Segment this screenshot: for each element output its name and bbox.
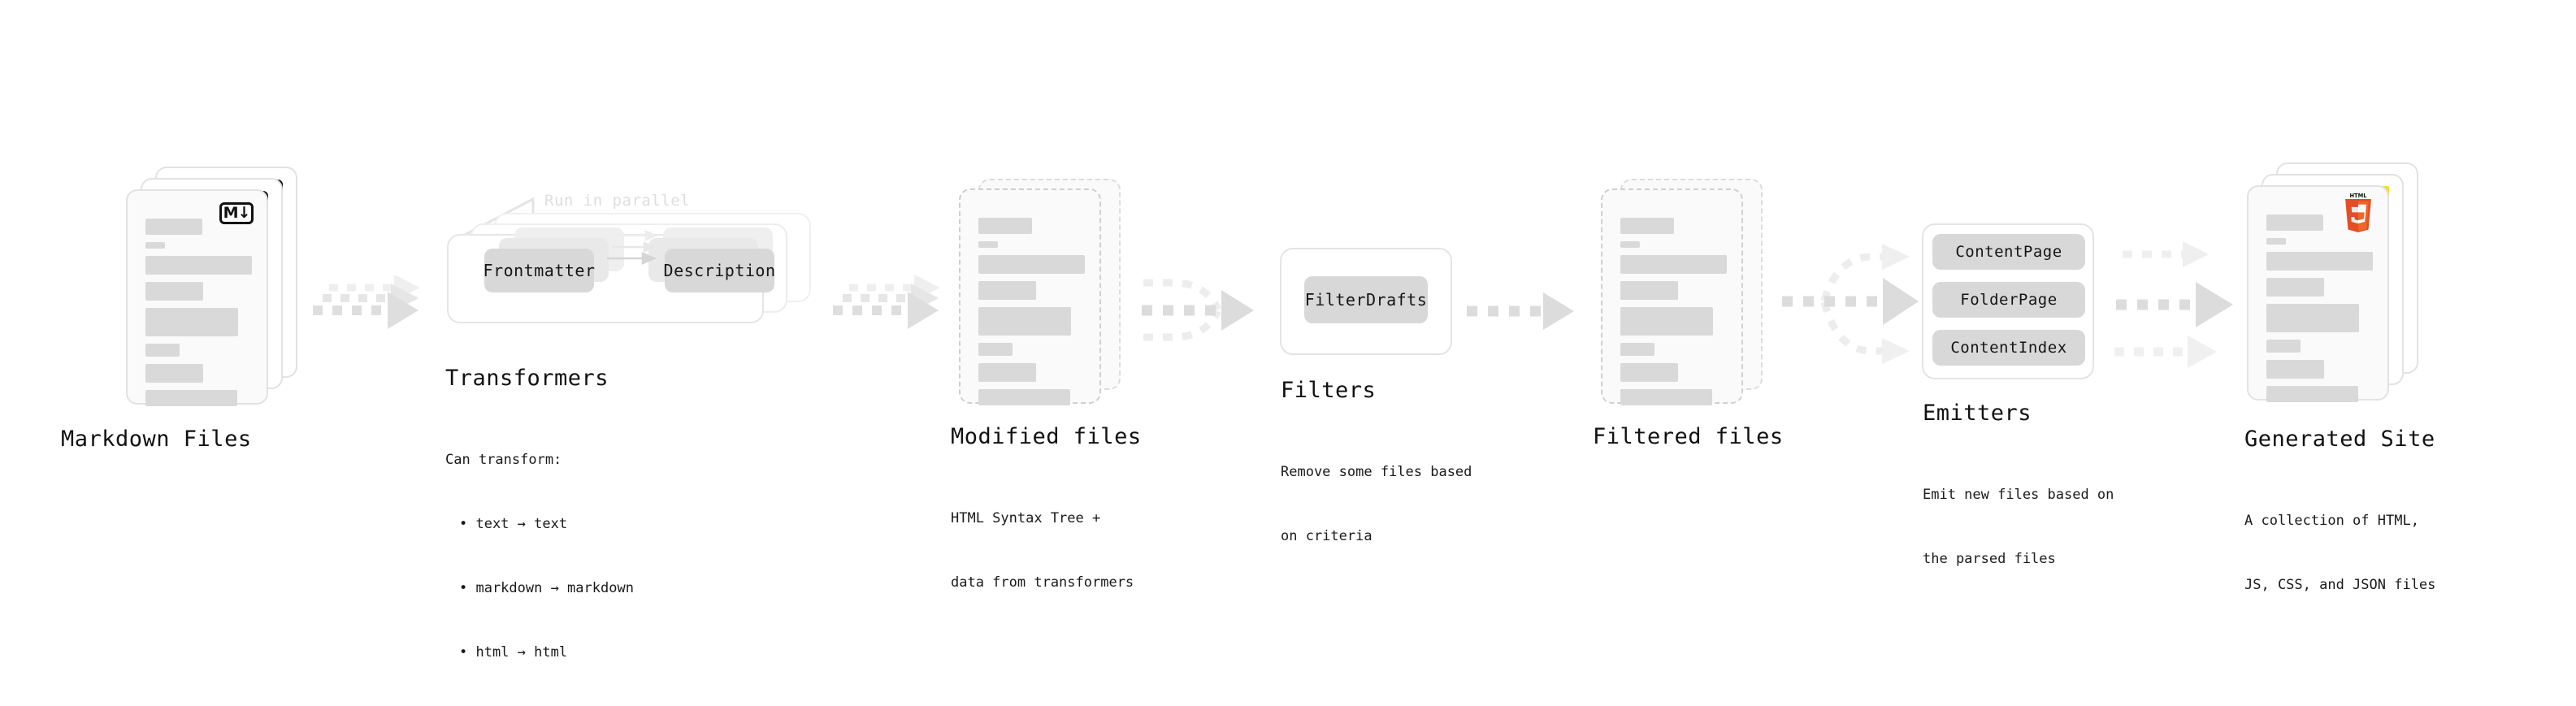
- page-title-markdown-files: Markdown Files: [61, 427, 252, 452]
- desc-line: HTML Syntax Tree +: [951, 509, 1101, 526]
- page-title-transformers: Transformers: [445, 366, 609, 391]
- desc-line: the parsed files: [1923, 550, 2056, 567]
- html5-badge-icon: HTML: [2345, 193, 2371, 233]
- card-placeholder-lines: [145, 219, 252, 414]
- arrow-filters-to-filtered: [1467, 288, 1597, 337]
- card-placeholder-lines: [1620, 218, 1727, 413]
- stage-markdown-files: M↓ M↓ M↓ Markdown Files: [61, 167, 301, 452]
- filtered-file-stack: [1601, 179, 1776, 414]
- desc-line: • html → html: [459, 643, 568, 661]
- transformer-pill-frontmatter[interactable]: Frontmatter: [484, 249, 595, 292]
- generated-site-stack: CSS HTML: [2247, 162, 2426, 406]
- stage-modified-files: Modified files HTML Syntax Tree + data f…: [951, 179, 1141, 591]
- modified-file-stack: [959, 179, 1134, 414]
- emitters-description: Emit new files based on the parsed files: [1923, 441, 2114, 613]
- desc-line: • text → text: [459, 515, 568, 532]
- page-title-emitters: Emitters: [1923, 401, 2032, 426]
- emitter-pill-contentpage[interactable]: ContentPage: [1932, 234, 2085, 270]
- pipeline-diagram: M↓ M↓ M↓ Markdown Files: [61, 162, 2435, 661]
- card-placeholder-lines: [978, 218, 1085, 413]
- markdown-card-front: M↓: [126, 189, 268, 406]
- arrow-filtered-to-emitters-fanout: [1776, 227, 1930, 382]
- desc-line: on criteria: [1281, 527, 1373, 544]
- arrow-transformers-to-modified: [833, 268, 963, 357]
- transformers-description: Can transform: • text → text • markdown …: [445, 406, 634, 706]
- arrow-modified-to-filters-fanin: [1134, 248, 1288, 345]
- page-title-filtered-files: Filtered files: [1593, 424, 1784, 449]
- desc-line: Emit new files based on: [1923, 486, 2114, 503]
- modified-files-description: HTML Syntax Tree + data from transformer…: [951, 465, 1134, 636]
- desc-line: A collection of HTML,: [2244, 512, 2419, 529]
- run-in-parallel-label: Run in parallel: [544, 192, 691, 210]
- stage-filtered-files: Filtered files: [1593, 179, 1783, 449]
- page-title-filters: Filters: [1281, 378, 1377, 403]
- desc-line: Can transform:: [445, 451, 562, 468]
- markdown-badge-icon: M↓: [219, 202, 254, 224]
- desc-line: JS, CSS, and JSON files: [2244, 576, 2436, 593]
- filters-description: Remove some files based on criteria: [1281, 418, 1472, 590]
- filtered-card-front: [1601, 188, 1743, 405]
- arrow-markdown-to-transformers: [313, 268, 443, 357]
- desc-line: Remove some files based: [1281, 463, 1472, 480]
- desc-line: data from transformers: [951, 574, 1134, 591]
- filter-pill-filterdrafts[interactable]: FilterDrafts: [1304, 276, 1428, 323]
- transformer-inner-arrows: [607, 230, 659, 265]
- arrow-emitters-to-generated-site: [2113, 227, 2267, 382]
- svg-text:HTML: HTML: [2349, 193, 2367, 199]
- page-title-modified-files: Modified files: [951, 424, 1142, 449]
- generated-site-description: A collection of HTML, JS, CSS, and JSON …: [2244, 467, 2435, 639]
- desc-line: • markdown → markdown: [459, 579, 634, 596]
- emitter-pill-folderpage[interactable]: FolderPage: [1932, 282, 2085, 318]
- transformer-pill-description[interactable]: Description: [664, 249, 775, 292]
- emitter-pill-contentindex[interactable]: ContentIndex: [1932, 330, 2085, 366]
- card-placeholder-lines: [2266, 214, 2373, 409]
- modified-card-front: [959, 188, 1101, 405]
- markdown-file-stack: M↓ M↓ M↓: [126, 167, 301, 410]
- page-title-generated-site: Generated Site: [2244, 427, 2435, 452]
- stage-generated-site: CSS HTML: [2244, 162, 2435, 593]
- generated-card-html: HTML: [2247, 185, 2389, 402]
